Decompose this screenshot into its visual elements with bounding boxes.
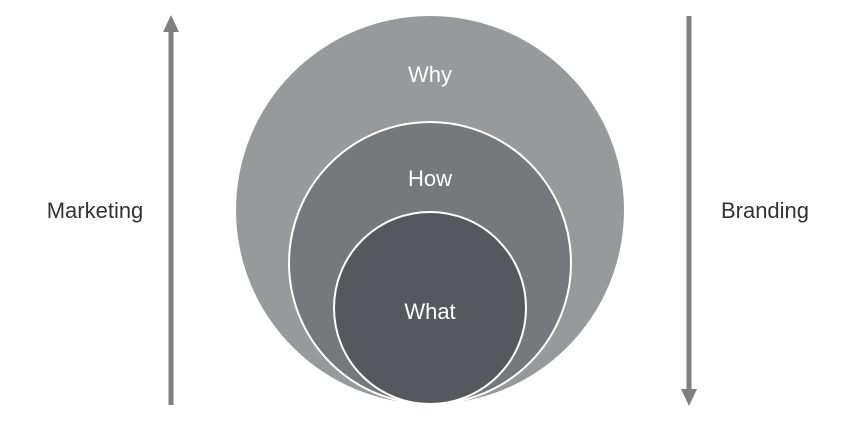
what-label: What bbox=[404, 299, 455, 324]
how-label: How bbox=[408, 166, 452, 191]
why-label: Why bbox=[408, 62, 452, 87]
what-circle bbox=[333, 211, 527, 405]
branding-label: Branding bbox=[721, 198, 809, 223]
marketing-arrow-up bbox=[163, 15, 179, 405]
branding-arrow-down bbox=[681, 16, 697, 406]
marketing-label: Marketing bbox=[47, 198, 144, 223]
